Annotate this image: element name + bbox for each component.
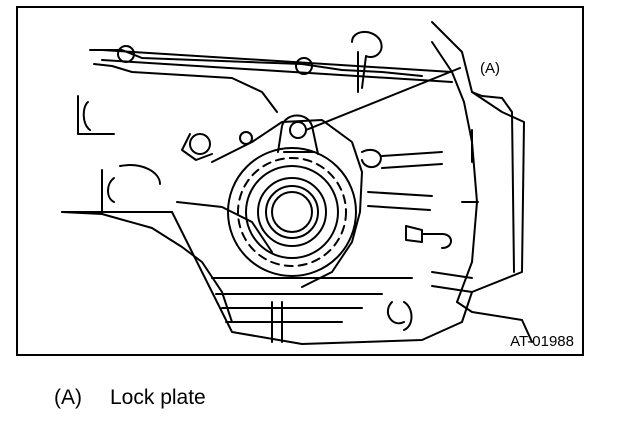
callout-label-a: (A) <box>480 60 500 77</box>
legend-text: Lock plate <box>110 386 206 409</box>
bottom-ribs <box>211 271 473 343</box>
shift-rod <box>101 31 453 93</box>
figure-id: AT-01988 <box>510 333 574 350</box>
right-details <box>361 129 479 249</box>
gear-drum <box>227 147 357 277</box>
callout-leader <box>305 67 461 131</box>
transmission-diagram <box>61 21 533 345</box>
legend-key: (A) <box>54 386 82 409</box>
diagram-frame: (A) AT-01988 <box>16 6 584 356</box>
left-brackets <box>77 95 253 213</box>
legend-item: (A) Lock plate <box>54 386 206 410</box>
